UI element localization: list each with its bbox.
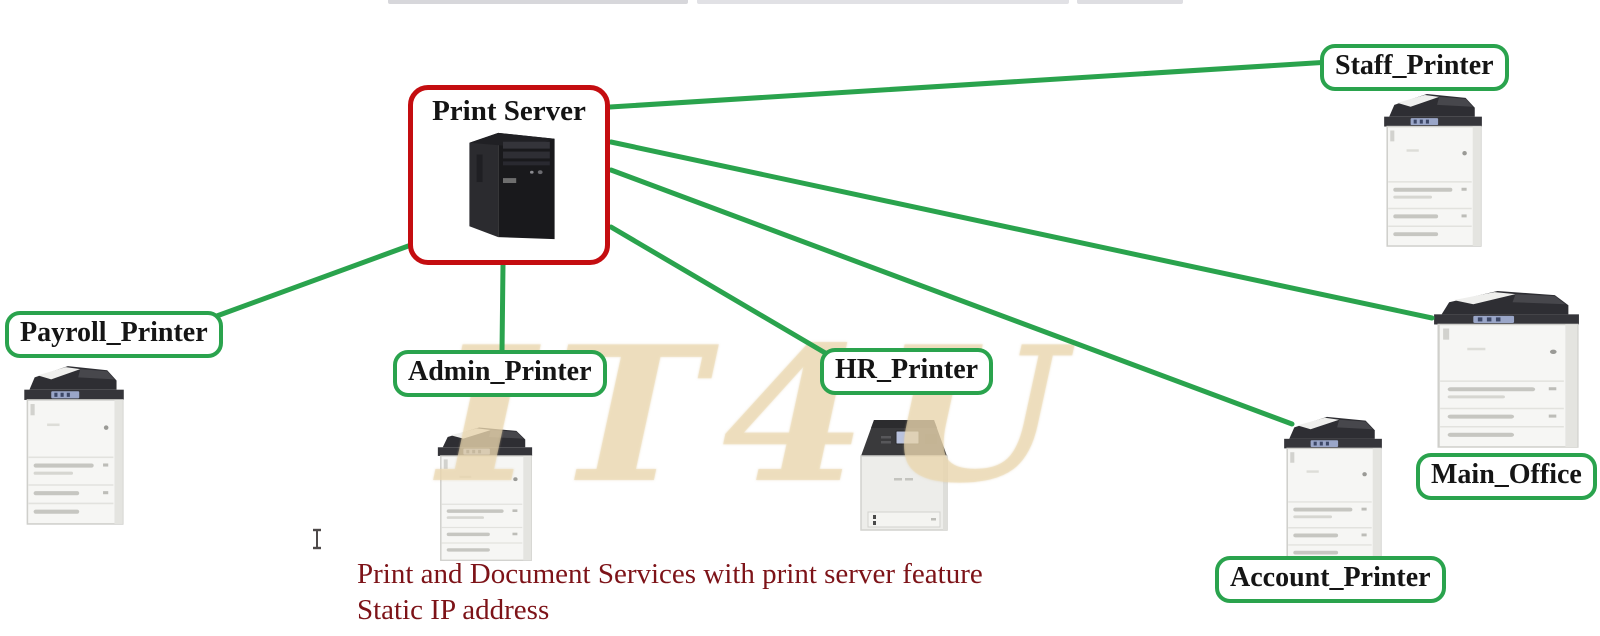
cropped-text-remnant	[1077, 0, 1183, 4]
main-office-printer-image	[1422, 287, 1588, 449]
admin-printer-label: Admin_Printer	[393, 350, 607, 397]
connection-print-server-to-payroll-label	[211, 242, 414, 320]
cropped-text-remnant	[697, 0, 1069, 4]
text-cursor-icon	[313, 528, 321, 550]
payroll-printer-image	[16, 362, 130, 526]
print-server-node: Print Server	[408, 85, 610, 265]
admin-printer-image	[430, 424, 538, 562]
caption-line-1: Print and Document Services with print s…	[357, 558, 983, 590]
connection-print-server-to-main-office-printer	[608, 139, 1435, 321]
hr-printer-image	[849, 412, 959, 542]
staff-printer-label: Staff_Printer	[1320, 44, 1509, 91]
caption: Print and Document Services with print s…	[357, 556, 983, 628]
account-printer-image	[1276, 413, 1388, 566]
print-server-label: Print Server	[432, 95, 586, 127]
payroll-printer-label: Payroll_Printer	[5, 311, 223, 358]
caption-line-2: Static IP address	[357, 594, 550, 626]
main-office-label: Main_Office	[1416, 453, 1597, 500]
cropped-text-remnant	[388, 0, 688, 4]
connection-print-server-to-staff-label	[607, 59, 1333, 110]
hr-printer-label: HR_Printer	[820, 348, 994, 395]
server-tower-image	[443, 125, 575, 243]
connection-print-server-to-admin-label	[499, 261, 506, 355]
staff-printer-image	[1376, 90, 1488, 248]
account-printer-label: Account_Printer	[1215, 556, 1446, 603]
connection-print-server-to-hr-label	[608, 224, 830, 357]
